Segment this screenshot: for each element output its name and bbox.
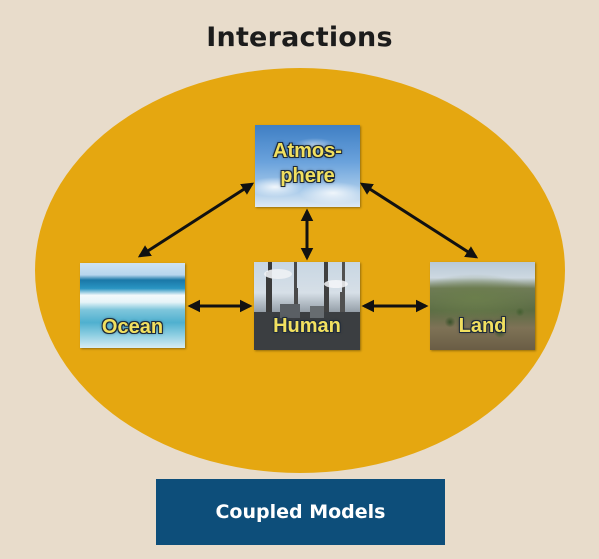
atmosphere-label: Atmos- phere <box>255 139 360 189</box>
atmosphere-label-line2: phere <box>280 165 335 187</box>
arrow-atmosphere-ocean <box>137 182 255 258</box>
atmosphere-label-line1: Atmos- <box>273 140 342 162</box>
human-tile: Human <box>254 262 360 350</box>
refinery-silhouette <box>254 269 360 350</box>
ocean-label: Ocean <box>101 316 164 338</box>
coupled-models-banner: Coupled Models <box>156 479 445 545</box>
land-tile: Land <box>430 262 535 350</box>
diagram-title: Interactions <box>206 22 393 53</box>
human-label: Human <box>273 315 341 337</box>
ocean-tile: Ocean <box>80 263 185 348</box>
land-label: Land <box>458 315 507 337</box>
atmosphere-tile: Atmos- phere <box>255 125 360 207</box>
arrow-atmosphere-land <box>359 182 479 259</box>
